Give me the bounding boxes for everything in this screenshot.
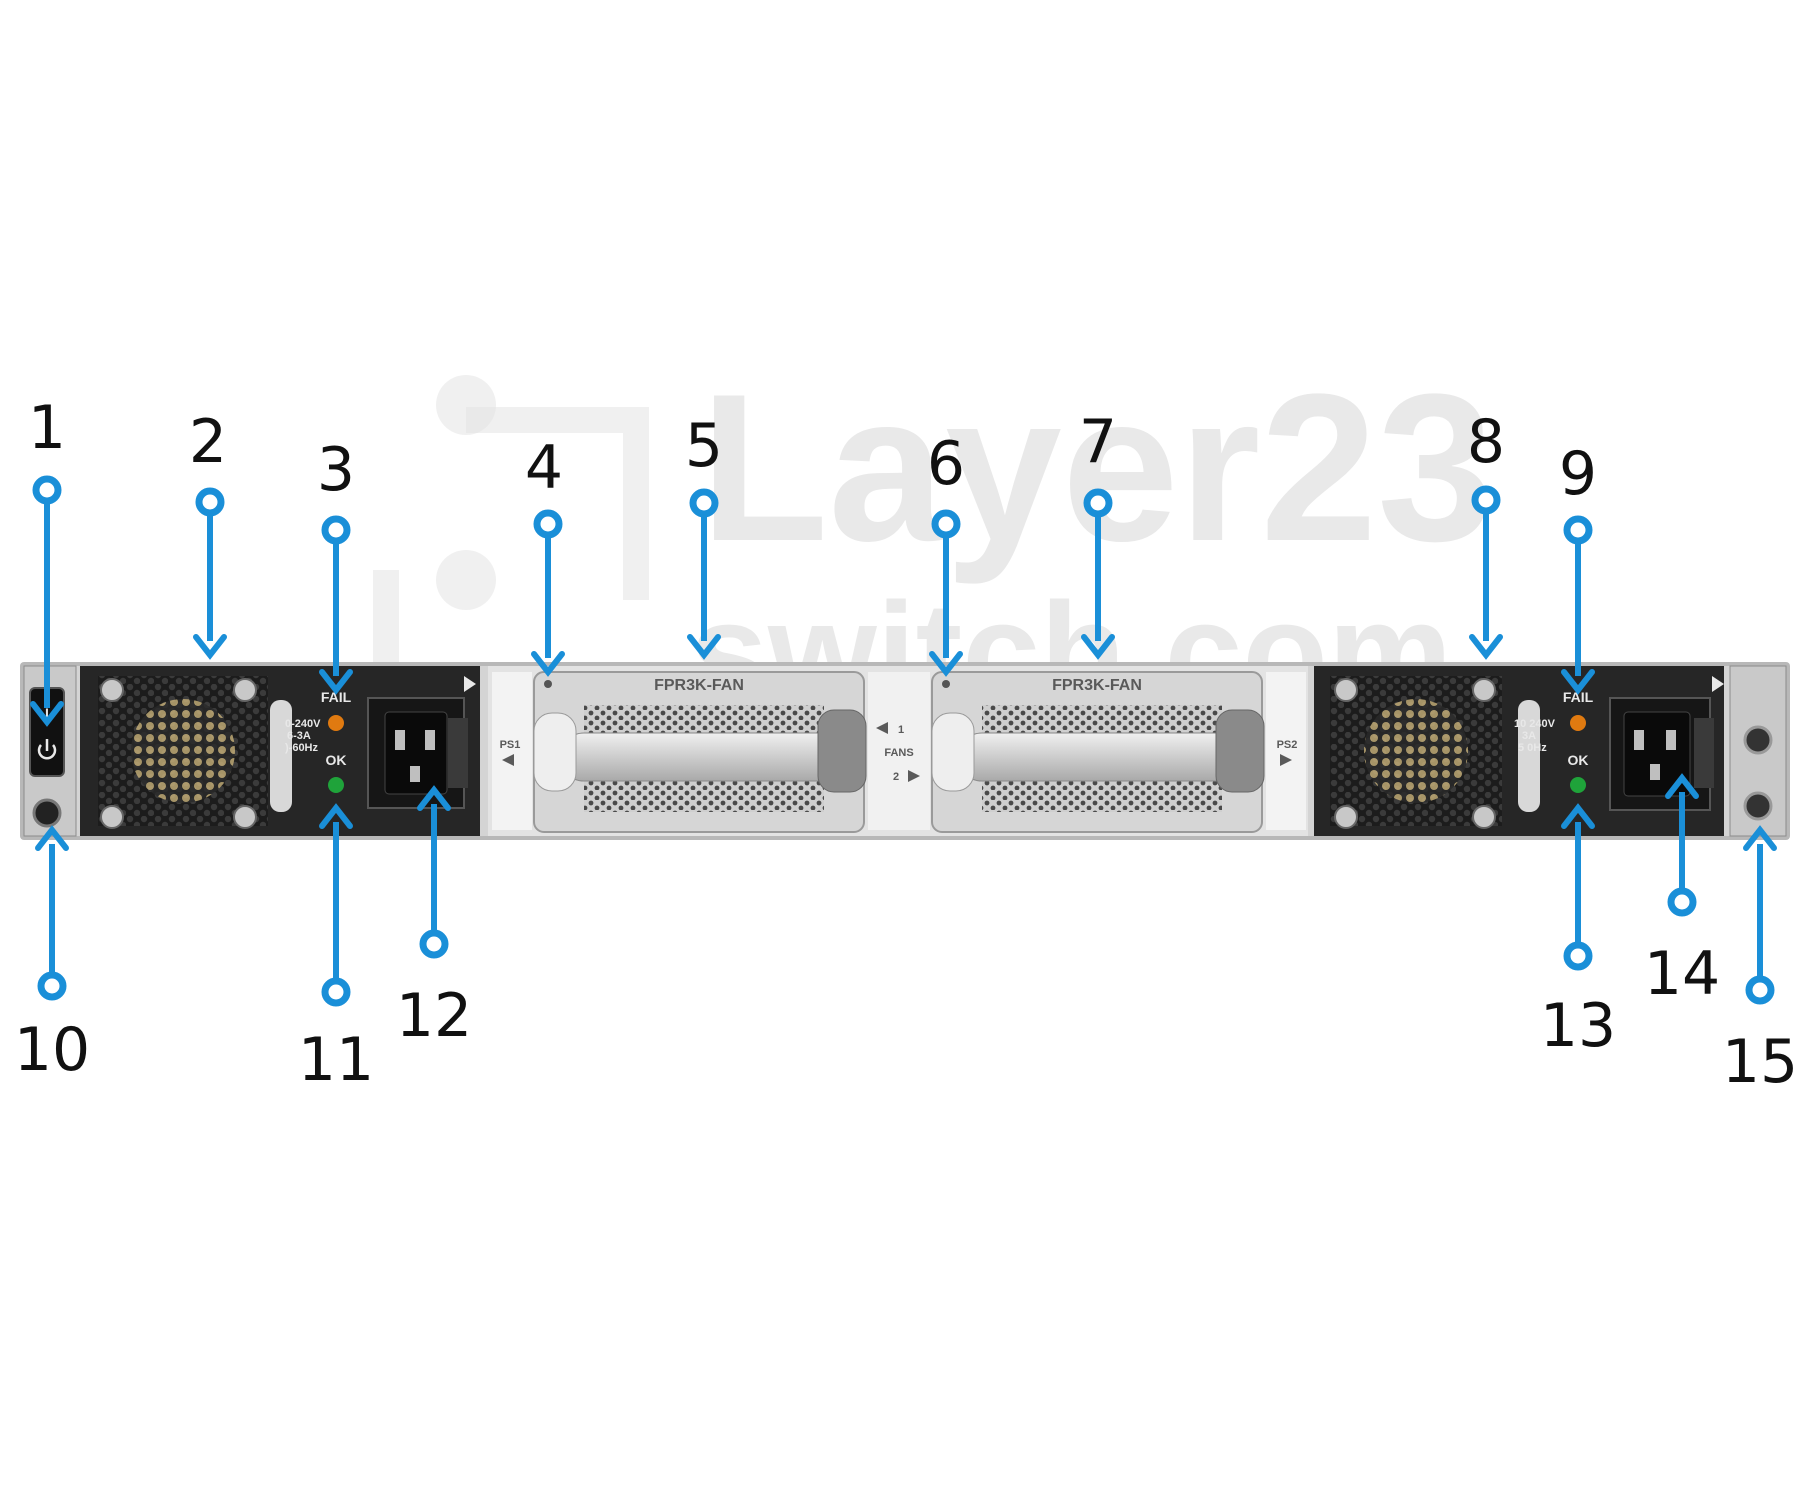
callout-circle-icon	[32, 475, 62, 505]
callout-number: 13	[1540, 991, 1616, 1061]
callout-arrowhead-icon	[531, 651, 565, 677]
callout-number: 12	[396, 981, 472, 1051]
callout-number: 6	[927, 429, 965, 499]
callout-circle-icon	[1083, 488, 1113, 518]
callout-arrowhead-icon	[1469, 634, 1503, 660]
psu-left-rating-3: )-60Hz	[285, 742, 319, 754]
callout-number: 5	[685, 411, 723, 481]
callout-8: 8	[1467, 407, 1505, 660]
psu-right-screws	[1334, 678, 1496, 829]
callout-arrowhead-icon	[417, 785, 451, 811]
fans-slot1-label: 1	[898, 724, 904, 736]
psu-left-fan-icon	[131, 699, 235, 803]
psu-right-fan-icon	[1364, 699, 1468, 803]
callout-14: 14	[1644, 773, 1720, 1009]
ground-lug-lower	[1743, 791, 1773, 821]
psu-right-rating-3: 5 0Hz	[1518, 742, 1547, 754]
callout-circle-icon	[419, 929, 449, 959]
psu-left-ok-led	[328, 777, 344, 793]
callout-circle-icon	[321, 977, 351, 1007]
psu-left-rating-2: 6-3A	[287, 730, 311, 742]
callout-arrowhead-icon	[687, 634, 721, 660]
psu-left-fail-led	[328, 715, 344, 731]
fan-tray-left-label: FPR3K-FAN	[654, 677, 744, 694]
callout-circle-icon	[1563, 941, 1593, 971]
fan-left-status-led	[544, 680, 552, 688]
psu-right-fail-label: FAIL	[1563, 689, 1594, 705]
fan-module-right[interactable]: FPR3K-FAN	[931, 671, 1265, 833]
psu-left-rating-1: 0-240V	[285, 718, 321, 730]
psu-right-fail-led	[1570, 715, 1586, 731]
callout-circle-icon	[1667, 887, 1697, 917]
callout-13: 13	[1540, 803, 1616, 1061]
callout-4: 4	[525, 433, 565, 677]
fans-label: FANS	[884, 747, 913, 759]
callout-7: 7	[1079, 407, 1117, 660]
callout-arrowhead-icon	[319, 669, 353, 695]
psu-left-fail-label: FAIL	[321, 689, 352, 705]
callout-11: 11	[298, 803, 374, 1095]
callout-arrowhead-icon	[1561, 669, 1595, 695]
callout-arrowhead-icon	[319, 803, 353, 829]
fans-slot2-label: 2	[893, 771, 899, 783]
callout-number: 11	[298, 1025, 374, 1095]
callout-number: 3	[317, 435, 355, 505]
callout-arrowhead-icon	[193, 634, 227, 660]
fan-module-left[interactable]: FPR3K-FAN	[533, 671, 867, 833]
callout-circle-icon	[533, 509, 563, 539]
callout-number: 2	[189, 407, 227, 477]
psu-right-rating-2: 3A	[1522, 730, 1536, 742]
callout-arrowhead-icon	[1665, 773, 1699, 799]
callout-number: 9	[1559, 439, 1597, 509]
callout-6: 6	[927, 429, 965, 677]
psu-right-handle[interactable]	[1518, 700, 1540, 812]
callout-arrowhead-icon	[1561, 803, 1595, 829]
fan-tray-right-label: FPR3K-FAN	[1052, 677, 1142, 694]
callout-number: 7	[1079, 407, 1117, 477]
callout-number: 8	[1467, 407, 1505, 477]
chassis: I 0-240V 6-3A )-60Hz FAIL OK PS1	[20, 662, 1790, 840]
callout-5: 5	[685, 411, 723, 660]
callout-number: 15	[1722, 1027, 1798, 1097]
callout-9: 9	[1559, 439, 1597, 695]
callout-number: 14	[1644, 939, 1720, 1009]
callout-15: 15	[1722, 825, 1798, 1097]
callout-circle-icon	[689, 488, 719, 518]
callout-circle-icon	[37, 971, 67, 1001]
callout-circle-icon	[1471, 485, 1501, 515]
callout-1: 1	[28, 393, 66, 727]
callout-2: 2	[189, 407, 227, 660]
ps2-label: PS2	[1277, 739, 1298, 751]
psu-left-screws	[100, 678, 257, 829]
ps1-label: PS1	[500, 739, 521, 751]
callout-3: 3	[317, 435, 355, 695]
psu-right-rating-1: 10 240V	[1514, 718, 1556, 730]
ground-lug-upper	[1743, 725, 1773, 755]
fan-right-status-led	[942, 680, 950, 688]
callout-circle-icon	[321, 515, 351, 545]
psu-right-ok-led	[1570, 777, 1586, 793]
power-switch-on-mark: I	[45, 705, 49, 721]
callout-circle-icon	[931, 509, 961, 539]
callout-circle-icon	[1563, 515, 1593, 545]
callout-circle-icon	[1745, 975, 1775, 1005]
callout-12: 12	[396, 785, 472, 1051]
callout-arrowhead-icon	[35, 825, 69, 851]
callout-circle-icon	[195, 487, 225, 517]
callout-10: 10	[14, 825, 90, 1085]
callout-number: 10	[14, 1015, 90, 1085]
callout-number: 4	[525, 433, 563, 503]
callout-arrowhead-icon	[929, 651, 963, 677]
psu-right-ok-label: OK	[1568, 752, 1589, 768]
power-icon	[37, 739, 57, 760]
reset-button[interactable]	[32, 798, 62, 828]
psu-left-ok-label: OK	[326, 752, 347, 768]
callout-number: 1	[28, 393, 66, 463]
callout-arrowhead-icon	[30, 701, 64, 727]
psu-left-handle[interactable]	[270, 700, 292, 812]
callout-arrowhead-icon	[1081, 634, 1115, 660]
callout-arrowhead-icon	[1743, 825, 1777, 851]
